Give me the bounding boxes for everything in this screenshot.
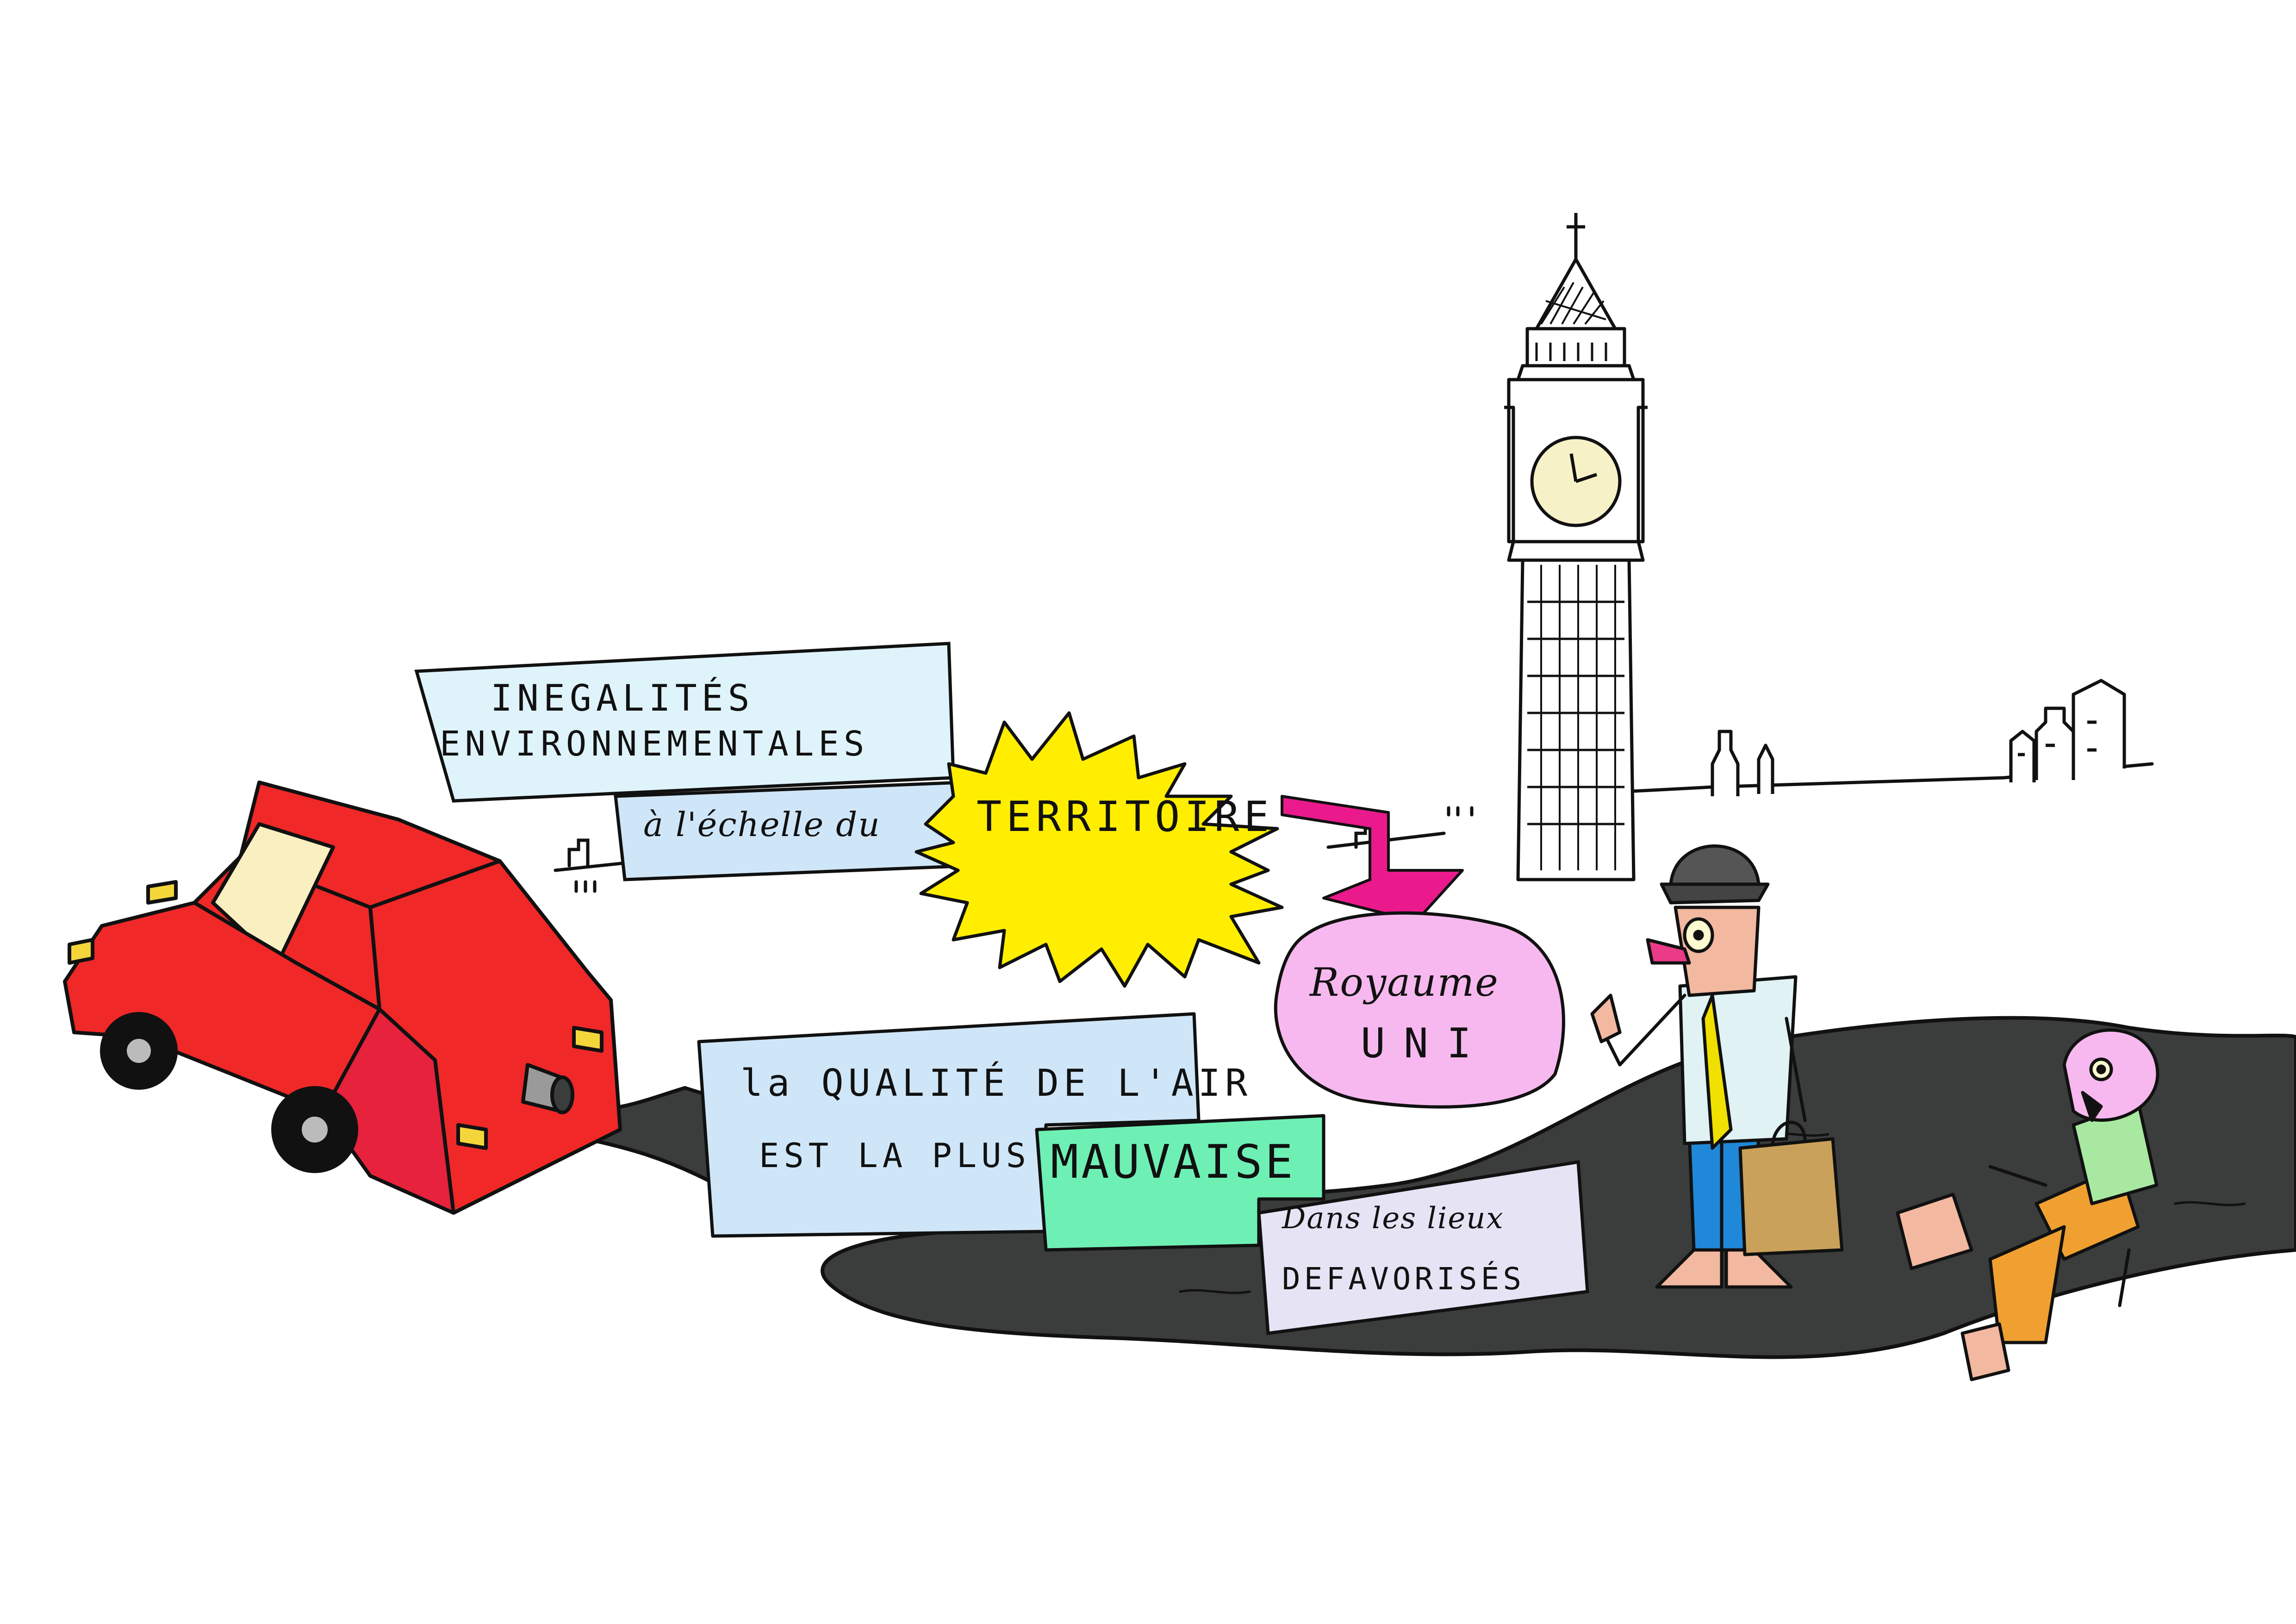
headline-line-1: INEGALITÉS — [491, 678, 754, 719]
air-line-2: EST LA PLUS — [759, 1136, 1031, 1175]
places-line-2: DEFAVORISÉS — [1282, 1261, 1525, 1297]
bowler-hat-man-icon — [1590, 844, 1844, 1289]
air-line-1: la QUALITÉ DE L'AIR — [740, 1062, 1252, 1105]
places-box — [1257, 1160, 1589, 1335]
places-line-1: Dans les lieux — [1282, 1201, 1504, 1236]
headline-box — [414, 642, 955, 803]
parliament-towers — [1711, 679, 2126, 796]
territoire-burst — [915, 711, 1284, 988]
red-car-icon — [63, 781, 622, 1215]
air-box — [697, 1012, 1201, 1238]
clock-tower-icon — [1504, 213, 1648, 881]
country-line-2: UNI — [1361, 1019, 1490, 1067]
arrow-down-right-icon — [1281, 795, 1464, 923]
mauvaise-box — [1035, 1114, 1325, 1252]
country-line-1: Royaume — [1310, 960, 1499, 1005]
fallen-person-icon — [1896, 1028, 2159, 1381]
country-blob — [1274, 911, 1565, 1109]
territoire-label: TERRITOIRE — [977, 793, 1274, 841]
mauvaise-label: MAUVAISE — [1051, 1135, 1296, 1189]
scale-prefix: à l'échelle du — [643, 805, 881, 844]
headline-line-2: ENVIRONNEMENTALES — [440, 724, 869, 764]
